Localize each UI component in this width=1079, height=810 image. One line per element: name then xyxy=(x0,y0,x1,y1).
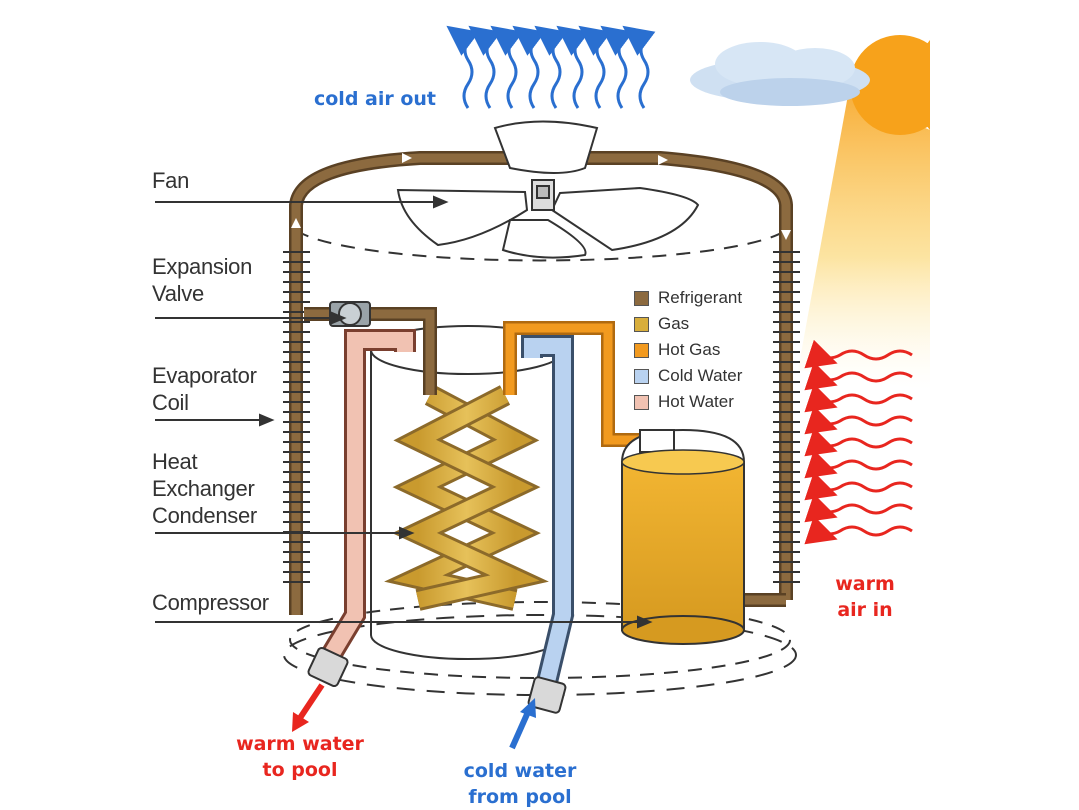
cloud-icon xyxy=(690,42,870,106)
legend-swatch-hot-gas xyxy=(634,342,649,358)
label-cold-water-line1: cold water xyxy=(463,760,577,782)
legend-item-cold-water: Cold Water xyxy=(634,363,742,389)
label-expansion-valve-line2: Valve xyxy=(152,281,204,306)
legend-swatch-hot-water xyxy=(634,394,649,410)
label-cold-air-out: cold air out xyxy=(313,88,437,110)
evaporator-coil-fins xyxy=(283,251,800,583)
legend-label-gas: Gas xyxy=(658,314,690,333)
label-leader-lines xyxy=(155,195,653,629)
label-compressor: Compressor xyxy=(152,590,269,615)
condenser-coil xyxy=(384,385,549,611)
label-warm-air-in-line2: air in xyxy=(837,599,893,621)
legend-label-cold-water: Cold Water xyxy=(658,366,743,385)
label-heat-exchanger-line3: Condenser xyxy=(152,503,257,528)
hot-water-pipe xyxy=(315,329,416,671)
label-cold-water-line2: from pool xyxy=(468,786,572,808)
label-evaporator-coil-line2: Coil xyxy=(152,390,189,415)
cold-water-pipe xyxy=(521,335,574,693)
fan-icon xyxy=(396,120,700,259)
legend-label-refrigerant: Refrigerant xyxy=(658,288,743,307)
legend-swatch-gas xyxy=(634,316,649,332)
legend-item-hot-water: Hot Water xyxy=(634,389,742,415)
label-warm-air-in-line1: warm xyxy=(835,573,895,595)
legend-swatch-cold-water xyxy=(634,368,649,384)
legend-item-hot-gas: Hot Gas xyxy=(634,337,742,363)
pipe-couplings xyxy=(307,646,567,714)
label-warm-water-line1: warm water xyxy=(236,733,364,755)
hot-gas-pipe xyxy=(503,321,650,447)
legend-label-hot-gas: Hot Gas xyxy=(658,340,721,359)
label-warm-water-line2: to pool xyxy=(262,759,338,781)
warm-air-in-arrows xyxy=(804,339,913,545)
warm-water-out-arrow xyxy=(292,683,325,732)
label-heat-exchanger-line2: Exchanger xyxy=(152,476,255,501)
legend-item-gas: Gas xyxy=(634,311,742,337)
cold-water-in-arrow xyxy=(509,698,536,750)
unit-housing xyxy=(283,229,797,696)
legend-item-refrigerant: Refrigerant xyxy=(634,285,742,311)
label-fan: Fan xyxy=(152,168,190,193)
sun-icon xyxy=(798,0,1079,809)
legend-swatch-refrigerant xyxy=(634,290,649,306)
legend-label-hot-water: Hot Water xyxy=(658,392,734,411)
label-expansion-valve-line1: Expansion xyxy=(152,254,253,279)
label-evaporator-coil-line1: Evaporator xyxy=(152,363,257,388)
legend: Refrigerant Gas Hot Gas Cold Water Hot W… xyxy=(634,285,742,415)
compressor-tank xyxy=(621,428,745,645)
cold-air-out-arrows xyxy=(446,25,656,109)
label-heat-exchanger-line1: Heat xyxy=(152,449,198,474)
